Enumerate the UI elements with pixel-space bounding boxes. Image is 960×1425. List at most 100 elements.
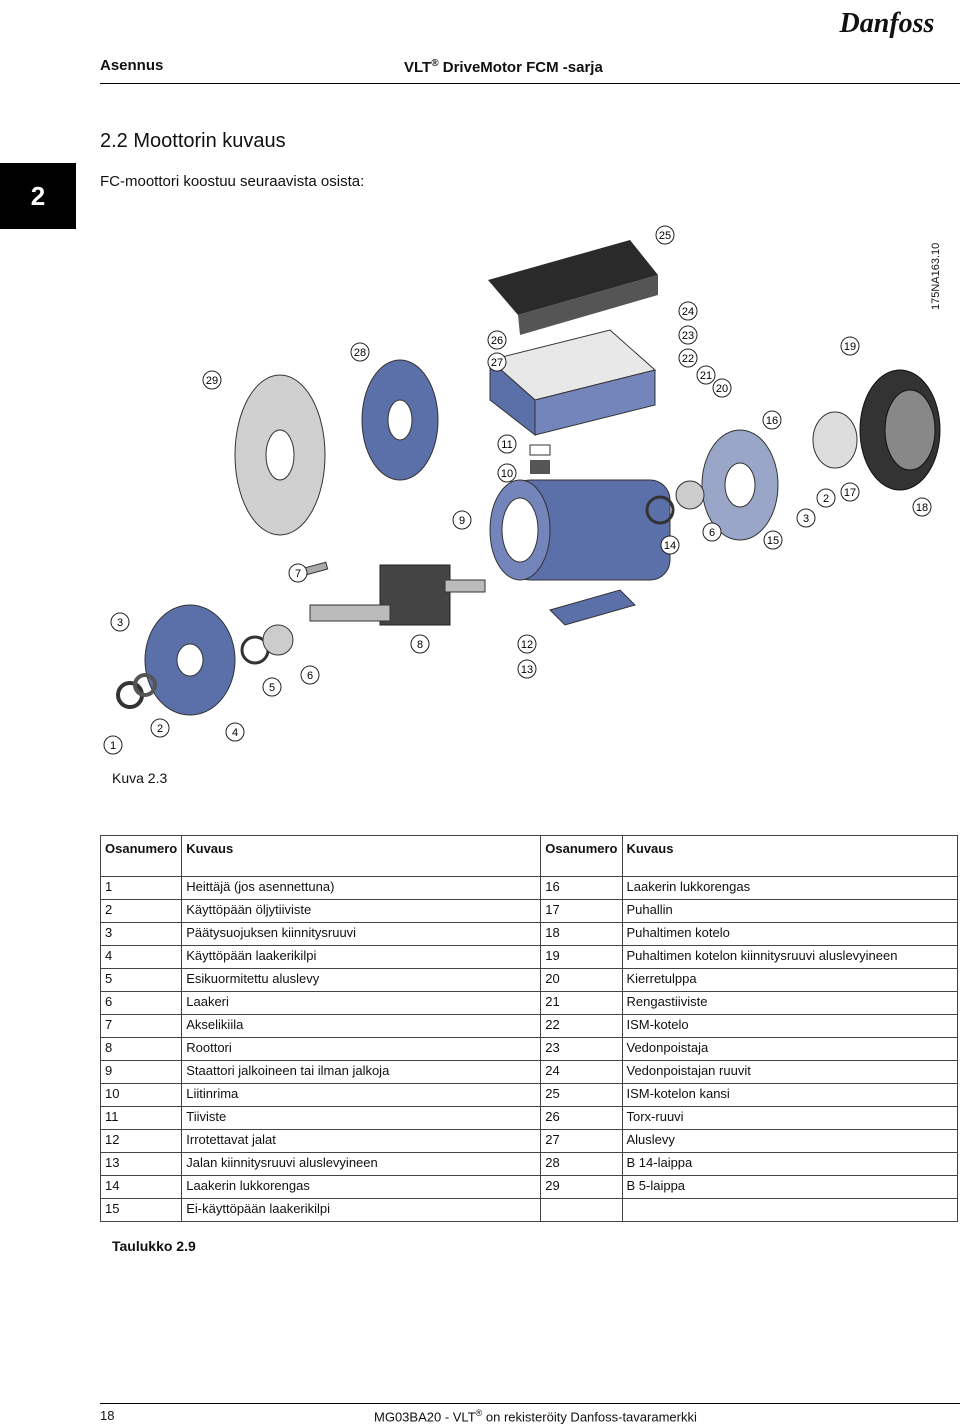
callout-27: 27	[487, 352, 507, 372]
terminal-board	[530, 460, 550, 474]
svg-text:29: 29	[206, 375, 218, 387]
table-cell: Kierretulppa	[621, 968, 958, 992]
table-cell: Aluslevy	[621, 1129, 958, 1153]
figure-caption: Kuva 2.3	[112, 770, 168, 786]
callout-8: 8	[410, 634, 430, 654]
svg-text:1: 1	[110, 740, 116, 752]
table-cell	[540, 1198, 623, 1222]
svg-text:6: 6	[307, 670, 313, 682]
danfoss-logo: Danfoss	[839, 8, 935, 39]
table-cell: Ei-käyttöpään laakerikilpi	[181, 1198, 542, 1222]
callout-11: 11	[497, 434, 517, 454]
footer-rule	[100, 1403, 960, 1404]
svg-text:12: 12	[521, 639, 533, 651]
callout-5: 5	[262, 677, 282, 697]
section-heading: 2.2 Moottorin kuvaus	[100, 130, 286, 152]
svg-text:16: 16	[766, 415, 778, 427]
svg-text:17: 17	[844, 487, 856, 499]
chapter-tab: 2	[0, 163, 76, 229]
table-cell: Puhaltimen kotelon kiinnitysruuvi alusle…	[621, 945, 958, 969]
table-cell: 26	[540, 1106, 623, 1130]
table-cell: 8	[99, 1037, 183, 1061]
callout-6: 6	[300, 665, 320, 685]
table-cell: 9	[99, 1060, 183, 1084]
gasket	[529, 444, 551, 456]
drive-end-shield	[144, 604, 236, 716]
svg-text:27: 27	[491, 357, 503, 369]
svg-text:175NA163.10: 175NA163.10	[930, 243, 942, 310]
callout-24: 24	[678, 301, 698, 321]
callout-28: 28	[350, 342, 370, 362]
table-cell: Rengastiiviste	[621, 991, 958, 1015]
table-cell: 2	[99, 899, 183, 923]
motor-illustration: 1 2 3 4 5 6 7 8 9 10 11 12 13 14 15 16 1…	[103, 225, 941, 755]
table-cell: 6	[99, 991, 183, 1015]
table-cell: 15	[99, 1198, 183, 1222]
col-part-number: Osanumero	[99, 835, 183, 877]
callout-1: 1	[103, 735, 123, 755]
shaft-key	[303, 561, 329, 576]
bearing-6	[262, 624, 294, 656]
callout-14: 14	[660, 535, 680, 555]
callout-21: 21	[696, 365, 716, 385]
svg-text:18: 18	[916, 502, 928, 514]
callout-2b: 2	[816, 488, 836, 508]
table-cell: 16	[540, 876, 623, 900]
table-cell: 11	[99, 1106, 183, 1130]
callout-17: 17	[840, 482, 860, 502]
rotor	[309, 564, 486, 626]
callout-3: 3	[110, 612, 130, 632]
svg-text:25: 25	[659, 230, 671, 242]
page-number: 18	[100, 1408, 115, 1423]
b5-flange	[234, 374, 326, 536]
table-cell: 22	[540, 1014, 623, 1038]
header-section: Asennus	[100, 57, 164, 74]
table-cell	[621, 1198, 958, 1222]
table-cell: Vedonpoistajan ruuvit	[621, 1060, 958, 1084]
footer-doc: MG03BA20 - VLT® on rekisteröity Danfoss-…	[374, 1408, 697, 1425]
callout-22: 22	[678, 348, 698, 368]
b14-flange	[361, 359, 439, 481]
table-cell: Esikuormitettu aluslevy	[181, 968, 542, 992]
callout-10: 10	[497, 463, 517, 483]
non-drive-end-shield	[701, 429, 779, 541]
table-cell: 29	[540, 1175, 623, 1199]
svg-text:10: 10	[501, 468, 513, 480]
stator	[489, 479, 671, 581]
fan-cover	[859, 369, 941, 491]
svg-text:15: 15	[767, 535, 779, 547]
col-description: Kuvaus	[181, 835, 542, 877]
callout-29: 29	[202, 370, 222, 390]
svg-text:20: 20	[716, 383, 728, 395]
table-cell: 14	[99, 1175, 183, 1199]
table-cell: Tiiviste	[181, 1106, 542, 1130]
table-cell: 12	[99, 1129, 183, 1153]
svg-text:3: 3	[803, 513, 809, 525]
motor-exploded-view: 1 2 3 4 5 6 7 8 9 10 11 12 13 14 15 16 1…	[90, 220, 950, 770]
table-cell: 7	[99, 1014, 183, 1038]
svg-text:2: 2	[823, 493, 829, 505]
svg-text:4: 4	[232, 727, 238, 739]
table-cell: 23	[540, 1037, 623, 1061]
col-part-number-2: Osanumero	[540, 835, 623, 877]
table-cell: Laakerin lukkorengas	[621, 876, 958, 900]
table-cell: 13	[99, 1152, 183, 1176]
table-cell: Roottori	[181, 1037, 542, 1061]
callout-12: 12	[517, 634, 537, 654]
svg-text:24: 24	[682, 306, 694, 318]
table-cell: Käyttöpään laakerikilpi	[181, 945, 542, 969]
table-cell: Jalan kiinnitysruuvi aluslevyineen	[181, 1152, 542, 1176]
svg-text:23: 23	[682, 330, 694, 342]
table-header-row: Osanumero Kuvaus Osanumero Kuvaus	[99, 835, 958, 877]
ism-cover	[488, 240, 658, 335]
oil-seal	[133, 673, 157, 697]
table-cell: 1	[99, 876, 183, 900]
callout-19: 19	[840, 336, 860, 356]
